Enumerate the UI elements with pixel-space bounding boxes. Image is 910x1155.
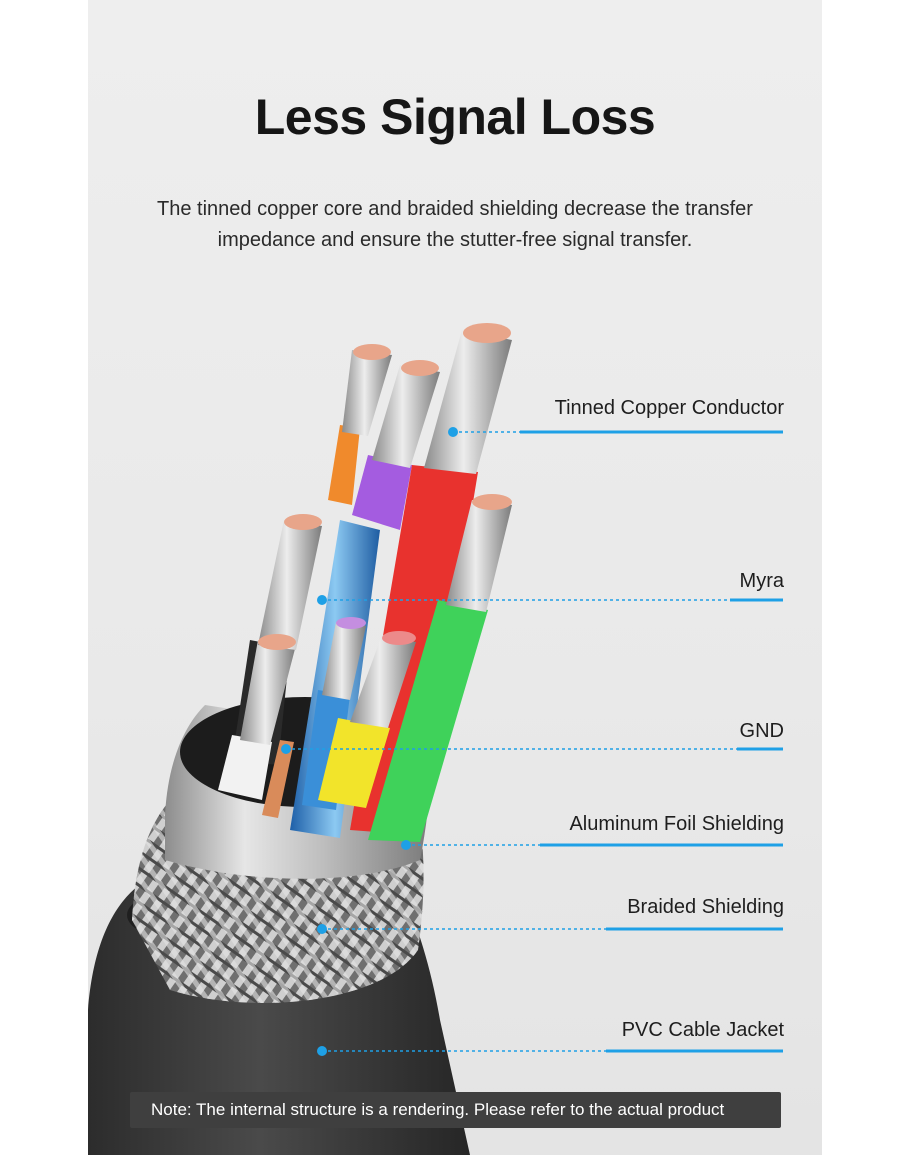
copper-tip-4 (472, 494, 512, 510)
strand-green (446, 500, 512, 612)
wire-green (368, 600, 488, 842)
wire-purple (352, 455, 412, 530)
subtitle-line-1: The tinned copper core and braided shiel… (157, 198, 753, 220)
strand-white (240, 640, 296, 745)
strand-orange (342, 350, 392, 436)
callout-myra: Myra (739, 570, 784, 592)
callout-lines (281, 427, 783, 1056)
copper-tip-7 (336, 617, 366, 629)
disclaimer-note-text: Note: The internal structure is a render… (151, 1100, 725, 1119)
copper-tip-6 (258, 634, 296, 650)
wire-copper-gnd (262, 740, 294, 818)
strand-blue (322, 622, 366, 700)
disclaimer-note-bar: Note: The internal structure is a render… (130, 1092, 781, 1128)
copper-tip-5 (284, 514, 322, 530)
page-subtitle: The tinned copper core and braided shiel… (130, 194, 780, 256)
callout-gnd: GND (739, 720, 784, 742)
strand-purple (372, 365, 440, 468)
strand-left (258, 520, 322, 650)
callout-aluminum-foil-shielding: Aluminum Foil Shielding (569, 813, 784, 835)
wire-yellow (318, 718, 390, 808)
wire-white (218, 735, 272, 800)
callout-pvc-cable-jacket: PVC Cable Jacket (621, 1019, 784, 1041)
strand-yellow (350, 635, 416, 728)
copper-tip-8 (382, 631, 416, 645)
copper-tip-1 (353, 344, 391, 360)
copper-tip-3 (463, 323, 511, 343)
callout-tinned-copper-conductor: Tinned Copper Conductor (554, 397, 784, 419)
strand-red (424, 330, 512, 474)
wire-orange (328, 425, 360, 505)
copper-tip-2 (401, 360, 439, 376)
page-title: Less Signal Loss (254, 89, 656, 145)
callout-braided-shielding: Braided Shielding (627, 896, 784, 918)
subtitle-line-2: impedance and ensure the stutter-free si… (217, 229, 693, 251)
